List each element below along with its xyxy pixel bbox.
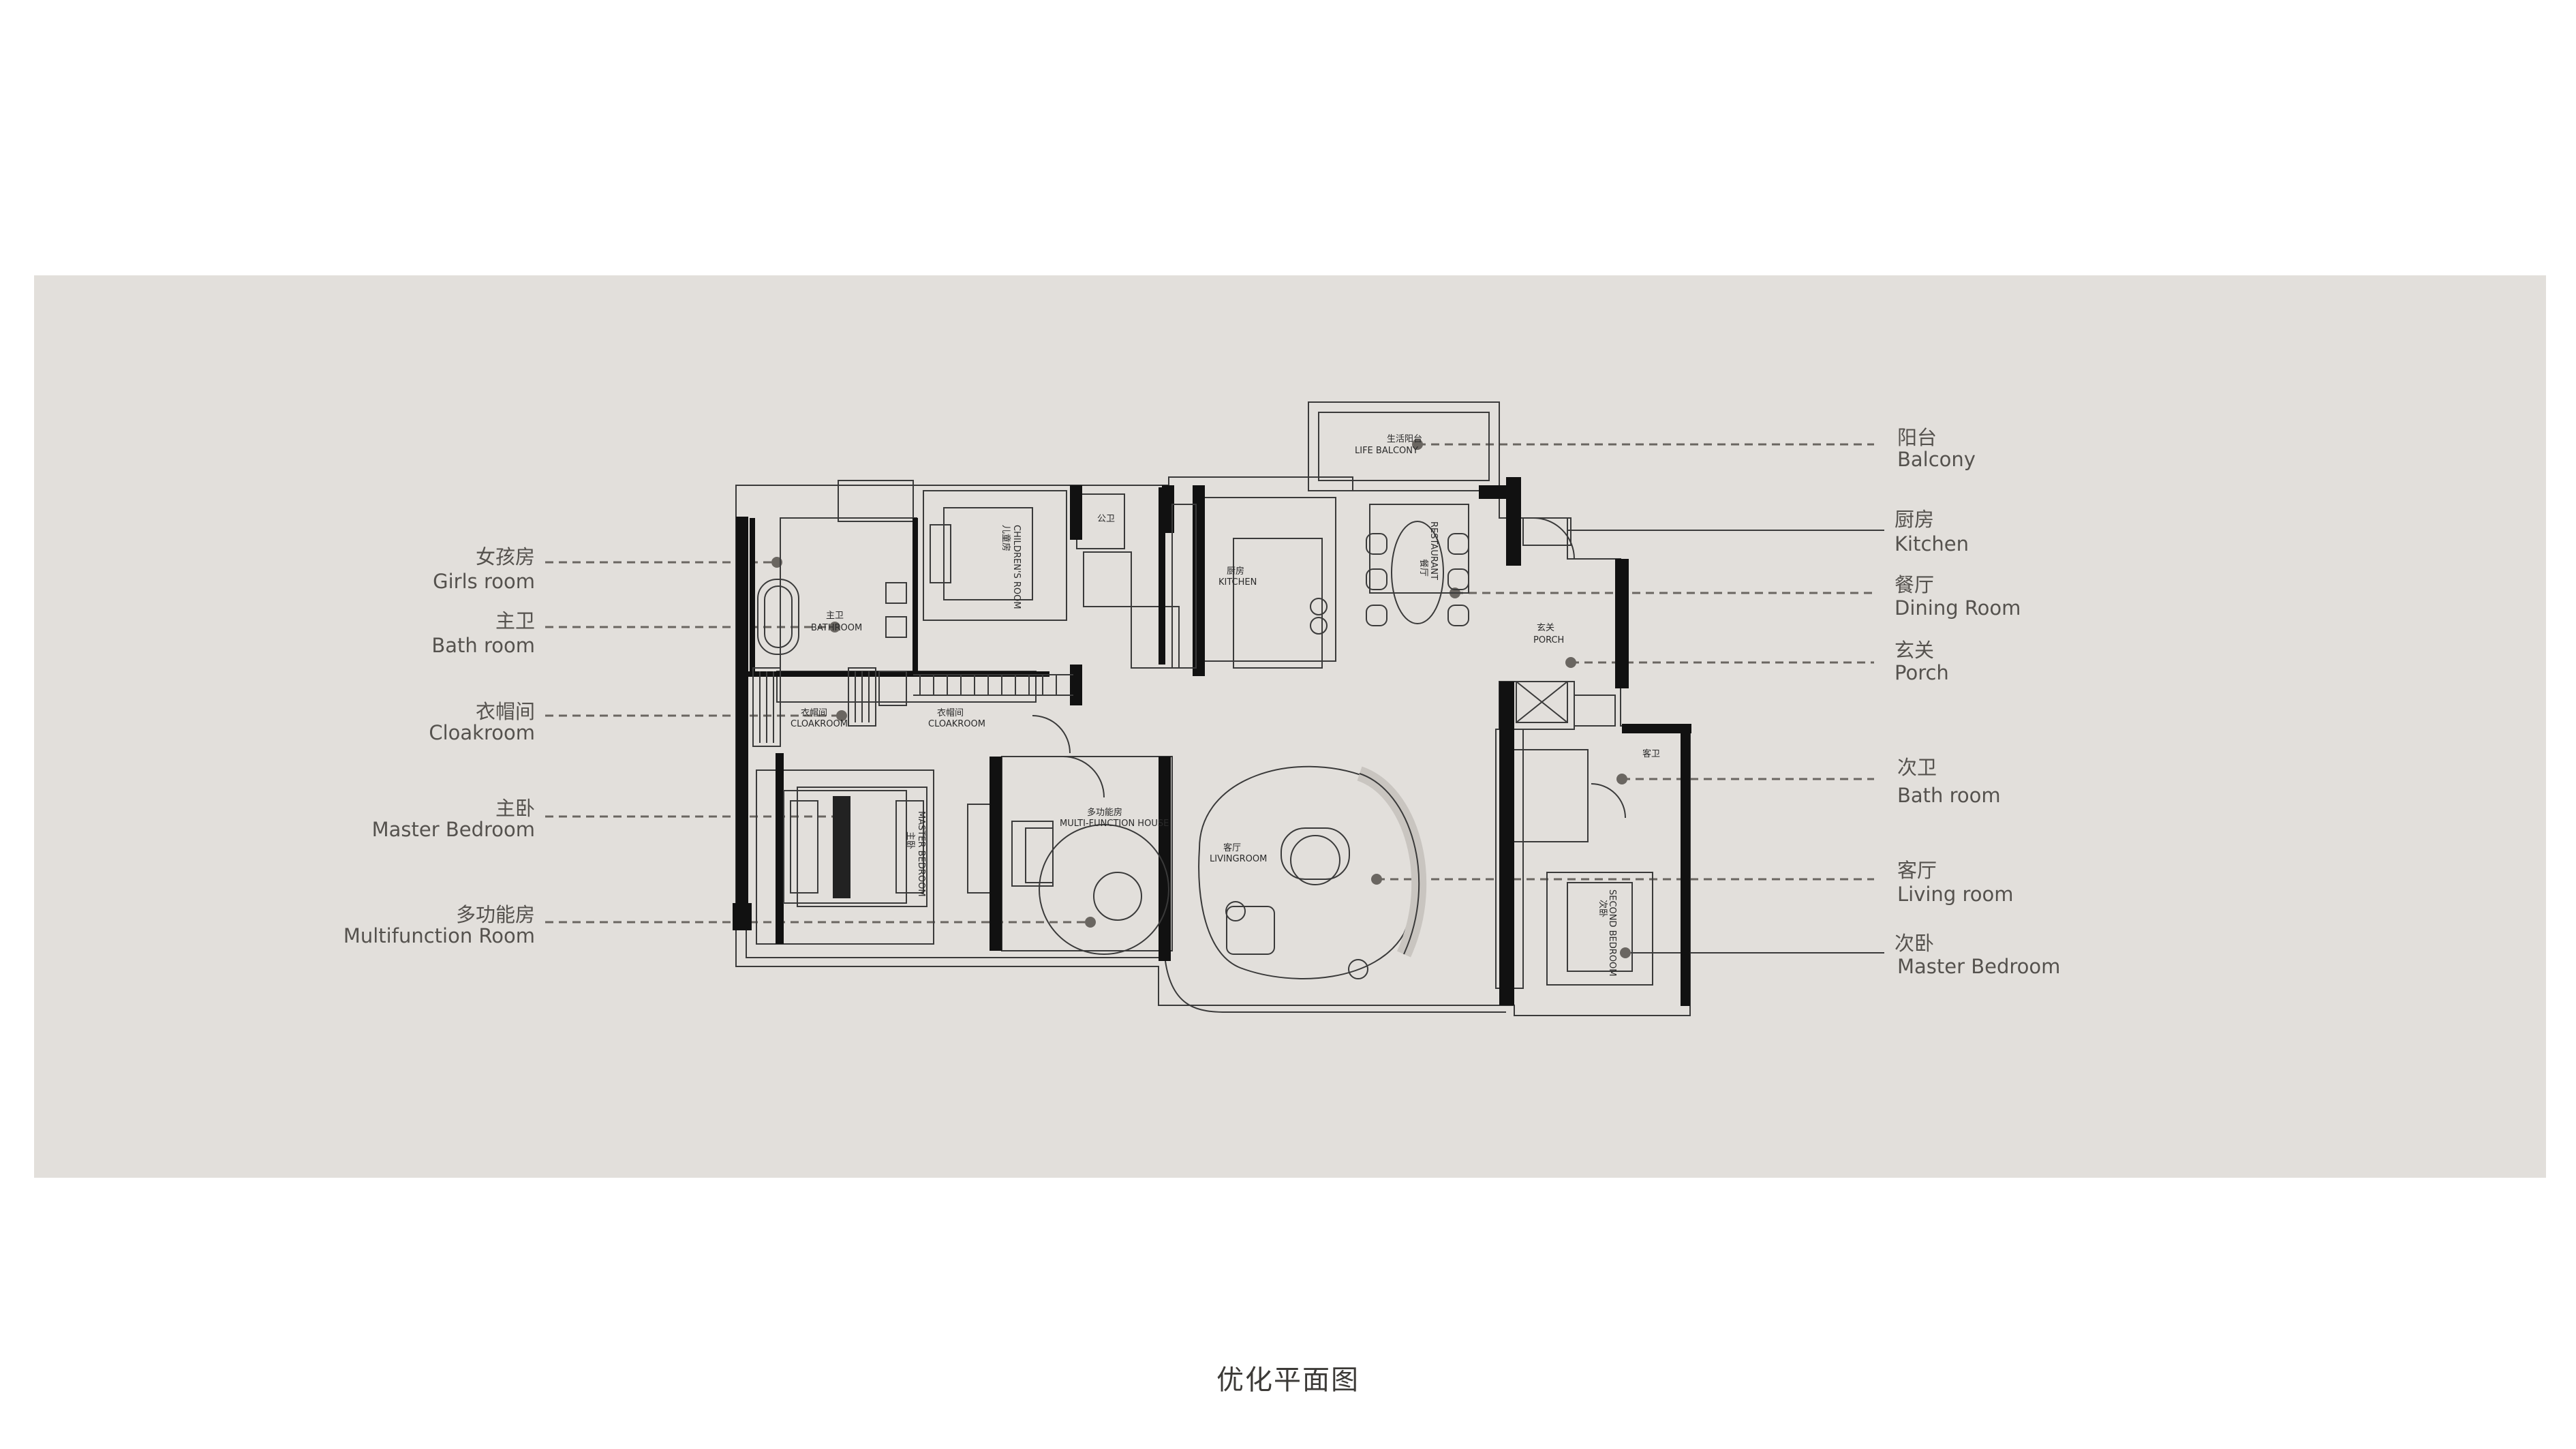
plan-label-master-bed-zh: 主卧 — [905, 832, 915, 849]
callout-dining-en: Dining Room — [1895, 596, 2021, 620]
plan-label-master-bath-zh: 主卫 — [826, 611, 844, 621]
callout-cloakroom-zh: 衣帽间 — [475, 700, 535, 723]
plan-label-public-bath: 公卫 — [1097, 514, 1115, 524]
plan-walls — [733, 477, 1691, 1006]
callout-living-zh: 客厅 — [1897, 859, 1937, 882]
plan-label-porch-zh: 玄关 — [1537, 623, 1554, 633]
callout-kitchen-zh: 厨房 — [1895, 508, 1935, 531]
plan-label-girls-en: CHILDREN'S ROOM — [1011, 525, 1022, 609]
plan-label-balcony-en: LIFE BALCONY — [1355, 446, 1418, 456]
callout-second-bedroom-zh: 次卧 — [1895, 932, 1935, 955]
bathtub — [757, 579, 907, 655]
callout-master-bath-zh: 主卫 — [495, 609, 535, 632]
master-bed — [783, 790, 924, 904]
callout-second-bedroom-en: Master Bedroom — [1897, 955, 2061, 978]
callout-living-en: Living room — [1897, 883, 2014, 906]
plan-label-living-zh: 客厅 — [1223, 842, 1241, 853]
plan-room-labels: 生活阳台 LIFE BALCONY 厨房 KITCHEN 玄关 PORCH 公卫… — [791, 434, 1660, 977]
callout-guest-bath-en: Bath room — [1897, 784, 2001, 807]
callout-master-bath-en: Bath room — [431, 634, 535, 657]
kitchen-counter — [1171, 504, 1328, 669]
plan-label-cloak2-zh: 衣帽间 — [937, 707, 964, 718]
plan-label-guest-bath: 客卫 — [1642, 748, 1660, 759]
plan-label-dining-en: RESTAURANT — [1428, 521, 1439, 580]
plan-label-kitchen-zh: 厨房 — [1227, 566, 1244, 577]
plan-label-multi-en: MULTI-FUNCTION HOUSE — [1060, 819, 1169, 829]
plan-outlines — [735, 401, 1691, 1016]
callout-balcony-zh: 阳台 — [1897, 426, 1937, 449]
plan-label-cloak1-en: CLOAKROOM — [791, 719, 848, 729]
girls-bed — [930, 507, 1033, 600]
callout-balcony-en: Balcony — [1897, 448, 1976, 471]
callout-master-bedroom-en: Master Bedroom — [371, 818, 535, 841]
plan-label-master-bath-en: BATHROOM — [811, 623, 862, 633]
callout-multifunction-en: Multifunction Room — [343, 924, 535, 947]
plan-panel — [34, 275, 2546, 1178]
plan-label-living-en: LIVINGROOM — [1210, 854, 1267, 864]
callout-kitchen-en: Kitchen — [1895, 532, 1969, 555]
multi-table — [1025, 824, 1169, 955]
callout-guest-bath-zh: 次卫 — [1897, 756, 1937, 779]
plan-label-second-bed-en: SECOND BEDROOM — [1607, 889, 1617, 977]
plan-label-kitchen-en: KITCHEN — [1218, 577, 1257, 588]
callout-girls-room-en: Girls room — [433, 570, 535, 593]
plan-label-balcony-zh: 生活阳台 — [1387, 434, 1422, 444]
porch-details — [1032, 517, 1626, 819]
callout-dining-zh: 餐厅 — [1895, 573, 1935, 596]
plan-label-second-bed-zh: 次卧 — [1597, 900, 1608, 917]
cloakroom-shelving — [752, 667, 1073, 747]
plan-label-dining-zh: 餐厅 — [1418, 559, 1429, 577]
plan-label-master-bed-en: MASTER BEDROOM — [916, 811, 926, 897]
page-title: 优化平面图 — [1216, 1364, 1360, 1396]
callout-master-bedroom-zh: 主卧 — [495, 797, 535, 820]
callout-multifunction-zh: 多功能房 — [455, 903, 535, 926]
callout-girls-room-zh: 女孩房 — [475, 545, 535, 568]
plan-label-cloak2-en: CLOAKROOM — [928, 719, 985, 729]
plan-label-cloak1-zh: 衣帽间 — [801, 707, 827, 718]
dining-furniture — [1366, 521, 1469, 626]
living-furniture — [1165, 765, 1506, 1013]
plan-label-girls-zh: 儿童房 — [1000, 525, 1011, 551]
callout-porch-zh: 玄关 — [1895, 639, 1935, 662]
callout-porch-en: Porch — [1895, 661, 1949, 684]
master-bed-headboard — [833, 796, 850, 898]
shelf-hatch — [759, 671, 1057, 743]
plan-label-porch-en: PORCH — [1533, 635, 1564, 645]
callout-cloakroom-en: Cloakroom — [429, 721, 535, 744]
plan-label-multi-zh: 多功能房 — [1087, 807, 1122, 818]
